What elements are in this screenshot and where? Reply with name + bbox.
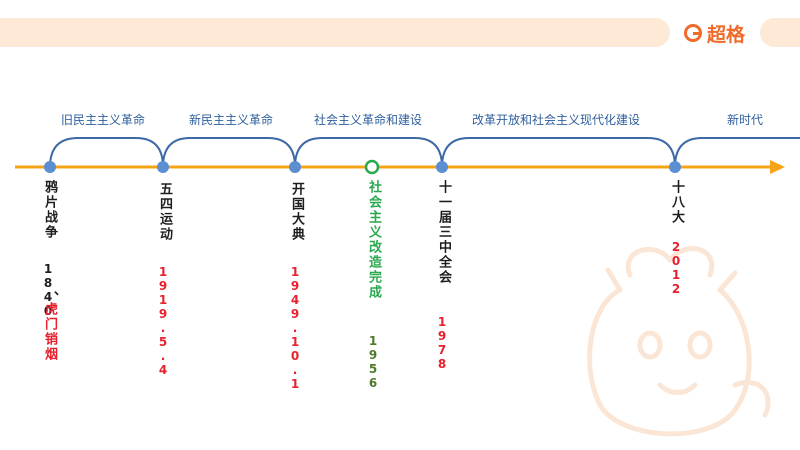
event-name-opium-war: 鸦片战争 xyxy=(42,180,57,240)
era-label-reform: 改革开放和社会主义现代化建设 xyxy=(472,112,640,127)
event-name-founding: 开国大典 xyxy=(289,182,304,242)
event-date-third-plenum: 1978 xyxy=(435,315,449,371)
timeline-arrowhead xyxy=(770,160,785,174)
era-label-new-era: 新时代 xyxy=(727,112,763,127)
logo-icon xyxy=(684,24,702,42)
event-date-socialist-transformation: 1956 xyxy=(366,334,380,390)
brand-logo: 超格 xyxy=(684,21,746,46)
event-name-third-plenum: 十一届三中全会 xyxy=(436,180,451,285)
event-separator-opium-war: 、 xyxy=(43,291,58,306)
era-arc-new-era xyxy=(674,137,800,168)
node-founding xyxy=(289,161,301,173)
event-date-founding: 1949.10.1 xyxy=(288,265,302,391)
node-18th-congress xyxy=(669,161,681,173)
event-name-socialist-transformation: 社会主义改造完成 xyxy=(366,180,381,300)
event-name-may-fourth: 五四运动 xyxy=(157,182,172,242)
event-extra-opium-war: 虎门销烟 xyxy=(42,302,57,362)
logo-text: 超格 xyxy=(707,23,746,46)
event-date-may-fourth: 1919.5.4 xyxy=(156,265,170,377)
era-label-old-democratic: 旧民主主义革命 xyxy=(61,112,145,127)
era-arc-reform xyxy=(441,137,676,168)
era-arc-old-democratic xyxy=(49,137,164,168)
event-name-18th-congress: 十八大 xyxy=(669,180,684,225)
node-socialist-transformation xyxy=(364,159,380,175)
mascot-watermark-icon xyxy=(587,246,771,437)
header-banner xyxy=(0,18,670,47)
era-arc-new-democratic xyxy=(162,137,296,168)
era-label-socialist: 社会主义革命和建设 xyxy=(314,112,422,127)
node-third-plenum xyxy=(436,161,448,173)
node-opium-war xyxy=(44,161,56,173)
era-arc-socialist xyxy=(294,137,443,168)
event-date-opium-war: 1840 xyxy=(41,262,55,318)
event-date-18th-congress: 2012 xyxy=(669,240,683,296)
header-banner-right xyxy=(760,18,800,47)
node-may-fourth xyxy=(157,161,169,173)
era-label-new-democratic: 新民主主义革命 xyxy=(189,112,273,127)
